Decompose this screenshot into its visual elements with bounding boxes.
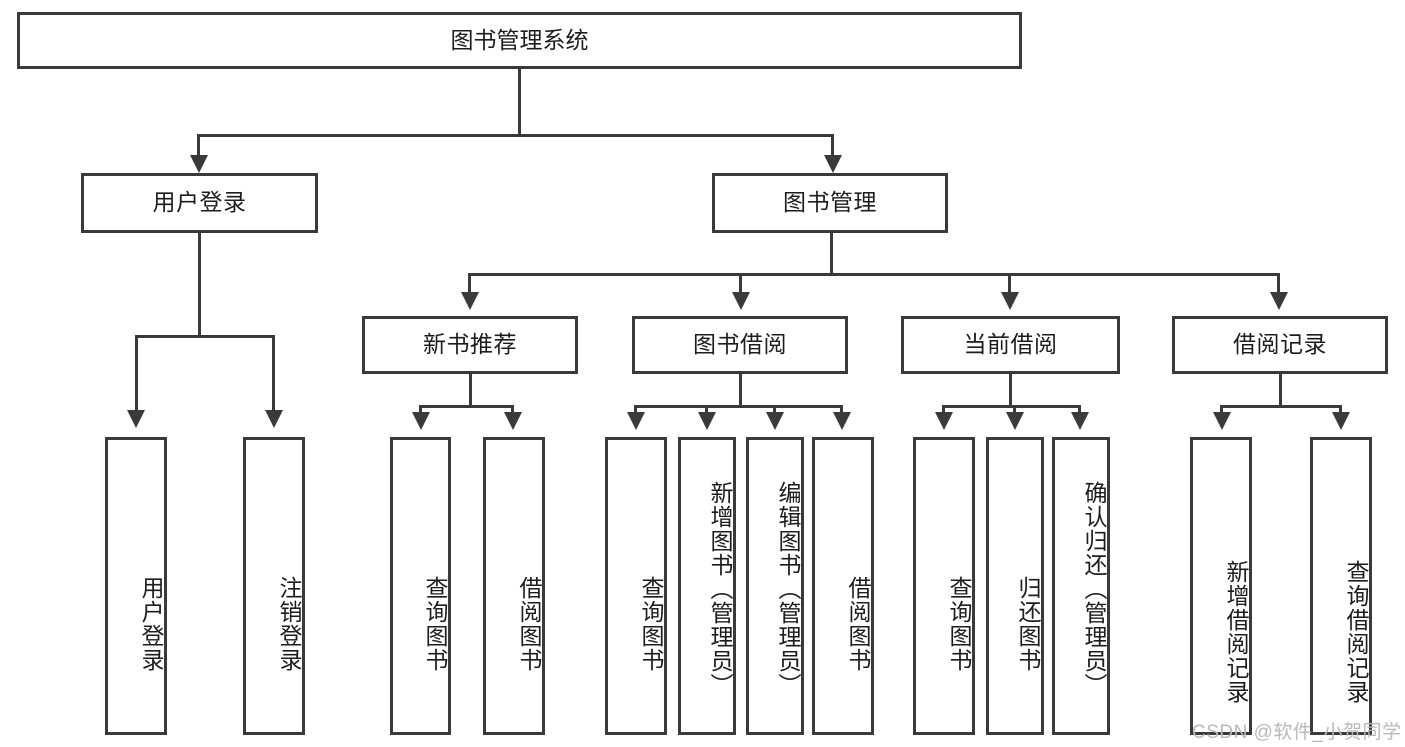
node-label: 借阅图书 — [516, 576, 542, 672]
arrow-to-new-book — [461, 292, 479, 310]
connector-new-book-l2 — [511, 405, 514, 415]
arrow-leaf-edit-book — [766, 412, 784, 430]
node-borrow-record[interactable]: 借阅记录 — [1172, 316, 1388, 374]
arrow-leaf-query-book-2 — [627, 412, 645, 430]
connector-user-login-right — [272, 335, 275, 413]
connector-to-borrow — [739, 273, 742, 296]
csdn-watermark: CSDN @软件_小贺同学 — [1192, 722, 1402, 743]
connector-record-bus — [1220, 405, 1342, 408]
connector-borrow-l1 — [634, 405, 637, 415]
arrow-to-current-borrow — [1001, 292, 1019, 310]
connector-book-manage-stem — [830, 233, 833, 275]
leaf-query-book-recommend[interactable]: 查询图书 — [390, 437, 451, 735]
node-label: 查询借阅记录 — [1343, 560, 1369, 704]
node-label: 注销登录 — [276, 576, 302, 672]
connector-borrow-l3 — [773, 405, 776, 415]
leaf-query-book-borrow[interactable]: 查询图书 — [605, 437, 667, 735]
leaf-query-borrow-record[interactable]: 查询借阅记录 — [1310, 437, 1372, 735]
node-label: 新增借阅记录 — [1223, 560, 1249, 704]
connector-record-l2 — [1339, 405, 1342, 415]
arrow-leaf-query-book-3 — [935, 412, 953, 430]
node-label: 用户登录 — [138, 576, 164, 672]
node-book-borrow[interactable]: 图书借阅 — [632, 316, 848, 374]
arrow-to-borrow-record — [1270, 292, 1288, 310]
node-label: 确认归还（管理员） — [1081, 481, 1107, 697]
connector-to-new-book — [468, 273, 471, 296]
node-current-borrow[interactable]: 当前借阅 — [901, 316, 1120, 374]
arrow-leaf-logout — [265, 410, 283, 428]
arrow-leaf-borrow-book-1 — [504, 412, 522, 430]
node-label: 图书管理系统 — [450, 26, 589, 53]
leaf-return-book[interactable]: 归还图书 — [986, 437, 1044, 735]
node-label: 新增图书（管理员） — [707, 481, 733, 697]
connector-user-login-bus — [135, 335, 275, 338]
connector-current-stem — [1009, 374, 1012, 407]
node-label: 编辑图书（管理员） — [775, 481, 801, 697]
node-label: 查询图书 — [422, 576, 448, 672]
connector-to-book-manage — [831, 134, 834, 159]
leaf-add-book-admin[interactable]: 新增图书（管理员） — [678, 437, 736, 735]
arrow-leaf-query-book-1 — [412, 412, 430, 430]
connector-level3-bus — [468, 273, 1280, 276]
connector-new-book-bus — [419, 405, 514, 408]
arrow-leaf-borrow-book-2 — [833, 412, 851, 430]
node-new-book-recommend[interactable]: 新书推荐 — [362, 316, 578, 374]
connector-borrow-stem — [739, 374, 742, 407]
node-book-manage[interactable]: 图书管理 — [712, 173, 948, 233]
node-label: 图书借阅 — [693, 331, 787, 358]
node-label: 当前借阅 — [963, 331, 1058, 358]
arrow-leaf-confirm-return — [1071, 412, 1089, 430]
leaf-borrow-book-recommend[interactable]: 借阅图书 — [483, 437, 545, 735]
connector-root-stem — [518, 69, 521, 136]
connector-current-l3 — [1078, 405, 1081, 415]
connector-borrow-l2 — [705, 405, 708, 415]
node-label: 借阅图书 — [845, 576, 871, 672]
connector-to-borrow-record — [1277, 273, 1280, 296]
node-label: 查询图书 — [946, 576, 972, 672]
connector-record-l1 — [1220, 405, 1223, 415]
connector-root-bus — [197, 134, 834, 137]
node-label: 新书推荐 — [423, 331, 517, 358]
connector-current-l1 — [942, 405, 945, 415]
connector-user-login-left — [135, 335, 138, 413]
node-label: 查询图书 — [638, 576, 664, 672]
connector-to-current-borrow — [1008, 273, 1011, 296]
leaf-user-login[interactable]: 用户登录 — [105, 437, 167, 735]
connector-current-l2 — [1013, 405, 1016, 415]
arrow-leaf-add-record — [1213, 412, 1231, 430]
node-label: 图书管理 — [783, 189, 877, 216]
node-label: 用户登录 — [152, 189, 247, 216]
arrow-leaf-return-book — [1006, 412, 1024, 430]
node-user-login[interactable]: 用户登录 — [81, 173, 318, 233]
connector-to-user-login — [197, 134, 200, 159]
arrow-leaf-add-book — [698, 412, 716, 430]
arrow-to-user-login — [190, 155, 208, 173]
node-root-system[interactable]: 图书管理系统 — [17, 12, 1022, 69]
leaf-add-borrow-record[interactable]: 新增借阅记录 — [1190, 437, 1252, 735]
arrow-leaf-query-record — [1332, 412, 1350, 430]
connector-borrow-l4 — [840, 405, 843, 415]
connector-record-stem — [1279, 374, 1282, 407]
connector-user-login-stem — [198, 233, 201, 337]
node-label: 借阅记录 — [1233, 331, 1327, 358]
arrow-to-borrow — [732, 292, 750, 310]
node-label: 归还图书 — [1015, 576, 1041, 672]
leaf-logout[interactable]: 注销登录 — [243, 437, 305, 735]
leaf-edit-book-admin[interactable]: 编辑图书（管理员） — [746, 437, 804, 735]
leaf-query-book-current[interactable]: 查询图书 — [913, 437, 975, 735]
connector-new-book-l1 — [419, 405, 422, 415]
arrow-to-book-manage — [824, 155, 842, 173]
connector-borrow-bus — [634, 405, 843, 408]
leaf-confirm-return-admin[interactable]: 确认归还（管理员） — [1052, 437, 1110, 735]
connector-current-bus — [942, 405, 1080, 408]
leaf-borrow-book[interactable]: 借阅图书 — [812, 437, 874, 735]
arrow-leaf-user-login — [127, 410, 145, 428]
connector-new-book-stem — [469, 374, 472, 407]
